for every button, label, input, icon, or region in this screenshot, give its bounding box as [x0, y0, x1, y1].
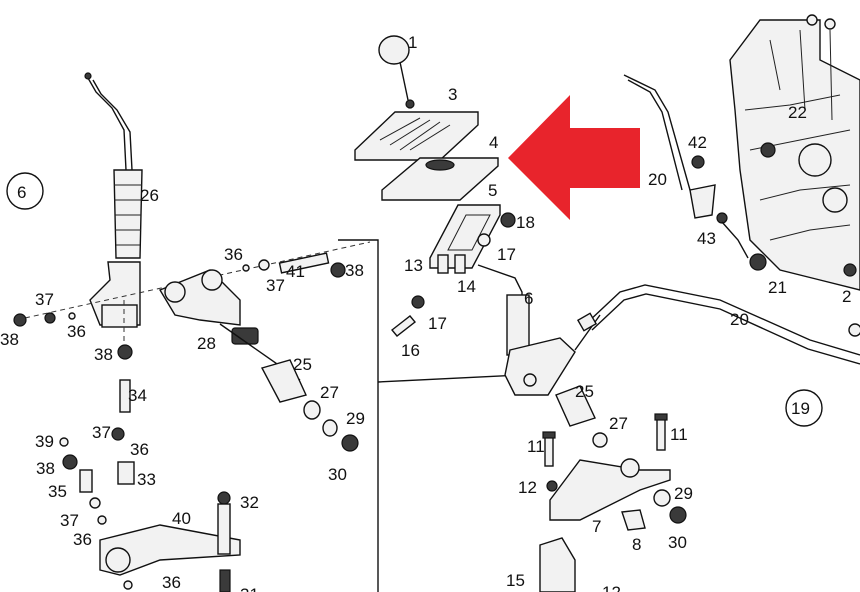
label-11: 11	[527, 437, 545, 456]
label-40: 40	[172, 509, 191, 528]
label-29: 29	[674, 484, 693, 503]
label-12: 12	[518, 478, 537, 497]
label-25: 25	[575, 382, 594, 401]
label-2: 2	[842, 287, 851, 306]
label-20: 20	[730, 310, 749, 329]
left-shift-lever-assembly	[13, 72, 371, 592]
label-15: 15	[506, 571, 525, 590]
label-37: 37	[266, 276, 285, 295]
label-3: 3	[448, 85, 457, 104]
label-14: 14	[457, 277, 476, 296]
label-38: 38	[0, 330, 19, 349]
label-36: 36	[162, 573, 181, 592]
red-pointer-arrow	[508, 95, 640, 220]
label-11: 11	[670, 425, 688, 444]
label-21: 21	[768, 278, 787, 297]
label-38: 38	[36, 459, 55, 478]
callout-circle-6	[6, 172, 44, 210]
label-37: 37	[60, 511, 79, 530]
label-30: 30	[328, 465, 347, 484]
label-36: 36	[130, 440, 149, 459]
label-26: 26	[140, 186, 159, 205]
label-33: 33	[137, 470, 156, 489]
label-38: 38	[345, 261, 364, 280]
label-29: 29	[346, 409, 365, 428]
label-34: 34	[128, 386, 147, 405]
label-5: 5	[488, 181, 497, 200]
label-6: 6	[524, 289, 533, 308]
label-38: 38	[94, 345, 113, 364]
label-1: 1	[408, 33, 417, 52]
label-22: 22	[788, 103, 807, 122]
label-37: 37	[92, 423, 111, 442]
label-6-circled: 6	[17, 183, 26, 202]
label-17: 17	[497, 245, 516, 264]
label-37: 37	[35, 290, 54, 309]
label-28: 28	[197, 334, 216, 353]
label-36: 36	[73, 530, 92, 549]
label-12: 12	[602, 583, 621, 592]
label-8: 8	[632, 535, 641, 554]
label-25: 25	[293, 355, 312, 374]
label-13: 13	[404, 256, 423, 275]
label-41: 41	[286, 262, 305, 281]
label-36: 36	[67, 322, 86, 341]
label-30: 30	[668, 533, 687, 552]
label-18: 18	[516, 213, 535, 232]
label-16: 16	[401, 341, 420, 360]
label-31: 31	[240, 585, 259, 592]
label-27: 27	[609, 414, 628, 433]
center-gear-lever-assembly	[354, 35, 687, 592]
label-43: 43	[697, 229, 716, 248]
label-35: 35	[48, 482, 67, 501]
label-27: 27	[320, 383, 339, 402]
label-42: 42	[688, 133, 707, 152]
label-36: 36	[224, 245, 243, 264]
label-20: 20	[648, 170, 667, 189]
label-4: 4	[489, 133, 498, 152]
section-divider-lines	[338, 239, 521, 592]
label-39: 39	[35, 432, 54, 451]
label-32: 32	[240, 493, 259, 512]
part-number-labels: 6 26 36 41 38 37 37 38 36 28 38 25 34 27…	[0, 33, 851, 592]
label-7: 7	[592, 517, 601, 536]
right-transmission-assembly	[576, 14, 860, 365]
label-19-circled: 19	[791, 399, 810, 418]
callout-circle-19	[785, 389, 823, 427]
label-17: 17	[428, 314, 447, 333]
